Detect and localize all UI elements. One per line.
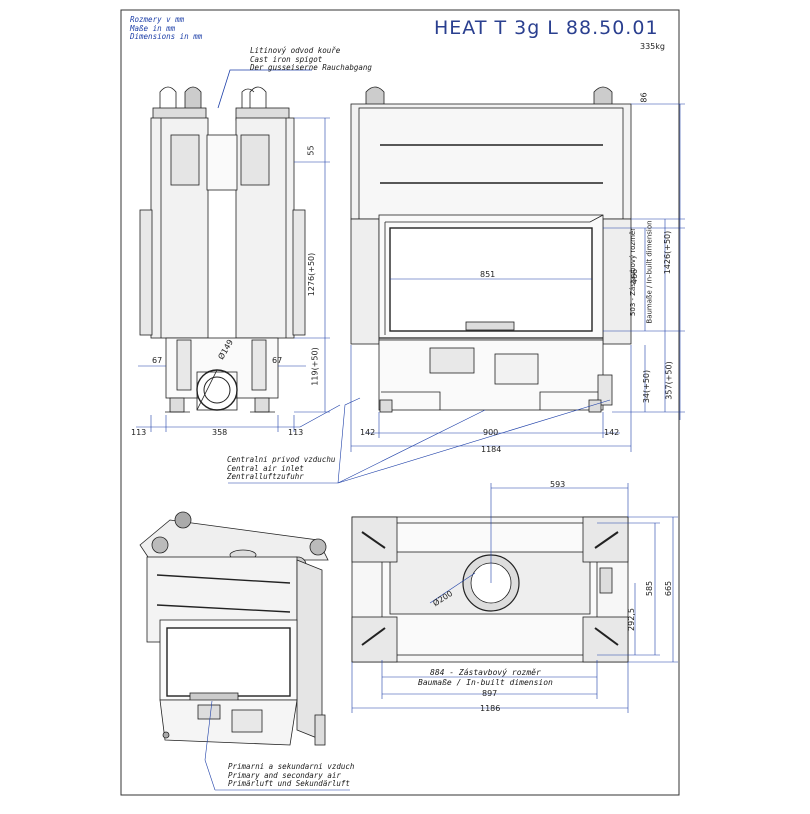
side-view-dimensions: [136, 117, 341, 432]
air-inlet-note-de: Zentralluftzufuhr: [227, 472, 304, 481]
side-view: [139, 69, 312, 413]
side-dim-67-left: 67: [152, 356, 163, 365]
top-dim-884: 884 - Zástavbový rozměr: [430, 668, 541, 677]
front-dim-1426: 1426(+50): [663, 230, 673, 275]
front-dim-851: 851: [480, 270, 496, 279]
front-dim-900: 900: [483, 428, 499, 437]
front-dim-1184: 1184: [481, 445, 502, 454]
primary-air-note-de: Primärluft und Sekundärluft: [228, 779, 350, 788]
front-dim-503-en: Baumaße / In-built dimension: [645, 220, 654, 324]
primary-air-leader: [204, 700, 350, 791]
spigot-note: Litinový odvod kouře Cast iron spigot De…: [250, 46, 372, 73]
units-note: Rozmery v mm Maße in mm Dimensions in mm: [130, 15, 203, 42]
front-dim-142-left: 142: [360, 428, 376, 437]
front-dim-34: 34(+50): [642, 369, 652, 404]
top-dim-884-en: Baumaße / In-built dimension: [418, 678, 553, 687]
sheet-border: [120, 9, 680, 796]
units-note-en: Dimensions in mm: [130, 32, 203, 41]
front-dim-142-right: 142: [604, 428, 620, 437]
side-dim-67-right: 67: [272, 356, 283, 365]
front-dim-503: 503 - Zástavbový rozměr: [629, 227, 638, 317]
units-note-cz: Rozmery v mm: [130, 15, 185, 24]
weight-label: 335kg: [640, 42, 665, 51]
spigot-note-de: Der gusseiserne Rauchabgang: [250, 63, 372, 72]
top-view-dimensions: [351, 483, 678, 713]
air-inlet-note: Centralni privod vzduchu Central air inl…: [227, 455, 336, 482]
title-block: HEAT T 3g L 88.50.01: [434, 17, 659, 39]
air-inlet-note-cz: Centralni privod vzduchu: [227, 455, 336, 464]
top-view: [351, 516, 629, 663]
top-dim-1186: 1186: [480, 704, 501, 713]
side-dim-358: 358: [212, 428, 228, 437]
front-dim-357: 357(+50): [664, 361, 674, 400]
spigot-note-cz: Litinový odvod kouře: [250, 46, 341, 55]
top-dim-665: 665: [664, 580, 674, 597]
units-note-de: Maße in mm: [130, 23, 176, 33]
front-dim-86: 86: [639, 92, 649, 103]
spigot-note-en: Cast iron spigot: [250, 54, 323, 64]
side-dim-113-right: 113: [288, 428, 304, 437]
side-dim-1276: 1276(+50): [307, 252, 317, 297]
perspective-view: [139, 511, 329, 746]
top-dim-585: 585: [645, 580, 655, 597]
top-dim-897: 897: [482, 689, 498, 698]
side-dim-113-left: 113: [131, 428, 147, 437]
side-dim-119: 119(+50): [310, 347, 320, 386]
front-view-dimensions: [228, 103, 685, 484]
top-dim-593: 593: [550, 480, 566, 489]
primary-air-note: Primarni a sekundarni vzduch Primary and…: [228, 762, 355, 789]
front-view: [350, 86, 632, 413]
side-dim-55: 55: [306, 145, 316, 156]
primary-air-note-cz: Primarni a sekundarni vzduch: [228, 762, 355, 771]
air-inlet-note-en: Central air inlet: [227, 463, 304, 473]
top-dim-292: 292,5: [626, 608, 636, 631]
primary-air-note-en: Primary and secondary air: [228, 770, 341, 780]
